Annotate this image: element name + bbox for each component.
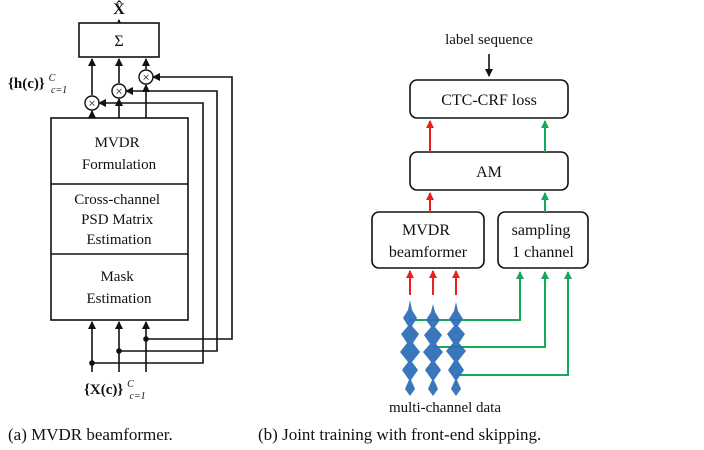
sampling-box xyxy=(497,211,589,269)
multiply-node-2: × xyxy=(111,83,127,99)
caption-b: (b) Joint training with front-end skippi… xyxy=(258,425,541,444)
multi-channel-data-label: multi-channel data xyxy=(389,400,501,416)
waveform-channel-1 xyxy=(400,300,420,396)
input-label: {X(c)} C c=1 xyxy=(84,375,146,402)
multiply-symbol: × xyxy=(142,70,149,85)
weights-label: {h(c)} C c=1 xyxy=(8,69,67,96)
label-sequence-text: label sequence xyxy=(445,32,533,48)
waveform-channel-3 xyxy=(446,302,466,396)
sampling-label: sampling 1 channel xyxy=(512,222,575,261)
ctc-crf-loss-box xyxy=(409,79,569,119)
multiply-node-1: × xyxy=(84,95,100,111)
mvdr-beamformer-label: MVDR beamformer xyxy=(389,222,468,261)
am-box xyxy=(409,151,569,191)
am-label: AM xyxy=(476,164,502,181)
multiply-symbol: × xyxy=(88,96,95,111)
feedback-routes xyxy=(89,73,233,366)
sum-box xyxy=(78,22,160,58)
skip-path xyxy=(410,120,572,376)
multiply-symbol: × xyxy=(115,84,122,99)
output-symbol: X̂ xyxy=(113,0,125,18)
ctc-crf-loss-label: CTC-CRF loss xyxy=(441,92,537,109)
caption-a: (a) MVDR beamformer. xyxy=(8,425,173,444)
beamformer-block xyxy=(50,117,189,321)
multi-channel-waveforms xyxy=(400,300,466,396)
psd-estimation-label: Cross-channel PSD Matrix Estimation xyxy=(74,192,164,248)
mvdr-formulation-label: MVDR Formulation xyxy=(82,135,157,173)
mask-estimation-label: Mask Estimation xyxy=(87,269,152,307)
waveform-channel-2 xyxy=(423,304,443,396)
sum-symbol: Σ xyxy=(114,33,123,50)
panel-a-mvdr-beamformer: X̂ Σ × × × {h(c)} C c=1 xyxy=(8,0,233,444)
panel-b-joint-training: label sequence CTC-CRF loss AM MVDR beam… xyxy=(258,32,589,444)
beamformer-path xyxy=(406,120,460,295)
mvdr-beamformer-box xyxy=(371,211,485,269)
multiply-node-3: × xyxy=(138,69,154,85)
